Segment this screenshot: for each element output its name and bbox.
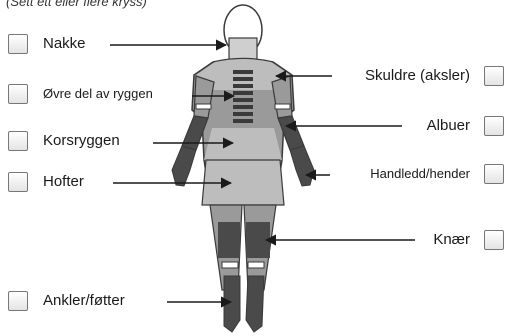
knees-checkbox[interactable] (484, 230, 504, 250)
neck-label: Nakke (43, 34, 86, 54)
lower-back-area (204, 128, 282, 160)
left-knee (218, 222, 240, 258)
elbows-checkbox[interactable] (484, 116, 504, 136)
shoulders-checkbox[interactable] (484, 66, 504, 86)
upper-back-checkbox[interactable] (8, 84, 28, 104)
lower-back-checkbox[interactable] (8, 131, 28, 151)
hips-label: Hofter (43, 172, 84, 192)
hips-checkbox[interactable] (8, 172, 28, 192)
right-foot (246, 276, 264, 332)
shoulders-label: Skuldre (aksler) (365, 66, 470, 86)
knees-label: Knær (433, 230, 470, 250)
left-hand (172, 146, 196, 186)
ankles-label: Ankler/føtter (43, 291, 125, 311)
left-foot (224, 276, 240, 332)
right-hand (290, 146, 314, 186)
wrists-label: Handledd/hender (370, 164, 470, 184)
ankles-checkbox[interactable] (8, 291, 28, 311)
wrists-checkbox[interactable] (484, 164, 504, 184)
neck (229, 38, 257, 60)
upper-back-label: Øvre del av ryggen (43, 84, 153, 104)
neck-checkbox[interactable] (8, 34, 28, 54)
lower-back-label: Korsryggen (43, 131, 120, 151)
elbows-label: Albuer (427, 116, 470, 136)
